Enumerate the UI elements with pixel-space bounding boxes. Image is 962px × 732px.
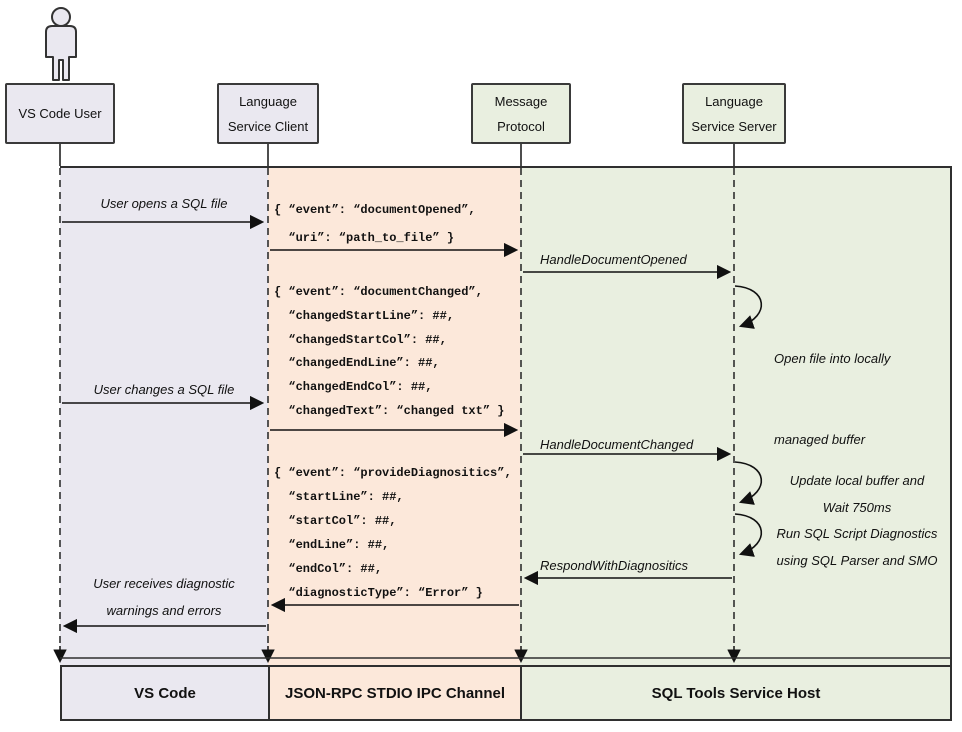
json-block-document-opened: { “event”: “documentOpened”, “uri”: “pat… xyxy=(274,196,476,252)
label-line: User receives diagnostic xyxy=(93,576,235,591)
json-line: “diagnosticType”: “Error” } xyxy=(274,586,483,600)
actor-box-message-protocol: Message Protocol xyxy=(471,83,571,144)
json-line: “changedEndCol”: ##, xyxy=(274,380,433,395)
actor-label: VS Code User xyxy=(18,106,102,121)
footer-box-vscode: VS Code xyxy=(62,667,268,719)
note-update-buffer: Update local buffer and Wait 750ms xyxy=(762,468,952,521)
label-user-changes: User changes a SQL file xyxy=(93,382,235,397)
footer-box-ipc-channel: JSON-RPC STDIO IPC Channel xyxy=(268,667,520,719)
actor-label: Message xyxy=(494,93,548,109)
json-line: “startCol”: ##, xyxy=(274,514,397,528)
footer-label: SQL Tools Service Host xyxy=(651,684,821,702)
band-ipc-channel xyxy=(268,168,520,665)
note-line: Run SQL Script Diagnostics xyxy=(776,526,938,541)
json-line: “changedStartLine”: ##, xyxy=(274,308,455,323)
actor-label: Language xyxy=(705,93,763,109)
label-line: warnings and errors xyxy=(106,603,222,618)
actor-label: Service Server xyxy=(691,118,777,134)
swimlane-bands xyxy=(60,166,952,665)
label-user-receives: User receives diagnostic warnings and er… xyxy=(60,570,268,624)
note-line: Update local buffer and xyxy=(789,473,925,488)
band-vscode xyxy=(60,168,268,665)
json-line: { “event”: “documentChanged”, xyxy=(274,285,483,299)
actor-label: Protocol xyxy=(497,118,545,134)
json-block-document-changed: { “event”: “documentChanged”, “changedSt… xyxy=(274,281,504,424)
person-icon xyxy=(45,7,77,81)
note-line: managed buffer xyxy=(774,432,866,447)
json-line: “endLine”: ##, xyxy=(274,538,390,552)
note-line: Open file into locally xyxy=(774,351,891,366)
json-line: { “event”: “provideDiagnositics”, xyxy=(274,466,512,480)
label-user-opens: User opens a SQL file xyxy=(100,196,228,211)
band-service-host xyxy=(520,168,950,665)
actor-box-vscode-user: VS Code User xyxy=(5,83,115,144)
json-block-provide-diagnostics: { “event”: “provideDiagnositics”, “start… xyxy=(274,461,512,605)
json-line: “uri”: “path_to_file” } xyxy=(274,231,455,245)
note-run-diagnostics: Run SQL Script Diagnostics using SQL Par… xyxy=(762,521,952,574)
actor-connector-stubs xyxy=(59,144,735,166)
footer-label: JSON-RPC STDIO IPC Channel xyxy=(284,684,506,702)
json-line: “startLine”: ##, xyxy=(274,490,404,504)
label-respond-with-diagnostics: RespondWithDiagnositics xyxy=(540,558,689,573)
json-line: “changedEndLine”: ##, xyxy=(274,356,440,371)
note-line: Wait 750ms xyxy=(822,499,892,515)
json-line: “endCol”: ##, xyxy=(274,562,383,576)
json-line: “changedText”: “changed txt” } xyxy=(274,403,505,418)
footer-row: VS Code JSON-RPC STDIO IPC Channel SQL T… xyxy=(60,665,952,721)
footer-box-service-host: SQL Tools Service Host xyxy=(520,667,950,719)
label-handle-document-opened: HandleDocumentOpened xyxy=(540,252,687,267)
label-handle-document-changed: HandleDocumentChanged xyxy=(540,437,694,452)
actor-box-language-service-client: Language Service Client xyxy=(217,83,319,144)
actor-label: Service Client xyxy=(227,118,309,134)
json-line: “changedStartCol”: ##, xyxy=(274,332,447,347)
actor-box-language-service-server: Language Service Server xyxy=(682,83,786,144)
note-open-file: Open file into locally managed buffer xyxy=(774,291,890,507)
footer-label: VS Code xyxy=(134,684,196,702)
note-line: using SQL Parser and SMO xyxy=(776,552,938,568)
actor-label: Language xyxy=(239,93,297,109)
json-line: { “event”: “documentOpened”, xyxy=(274,203,476,217)
